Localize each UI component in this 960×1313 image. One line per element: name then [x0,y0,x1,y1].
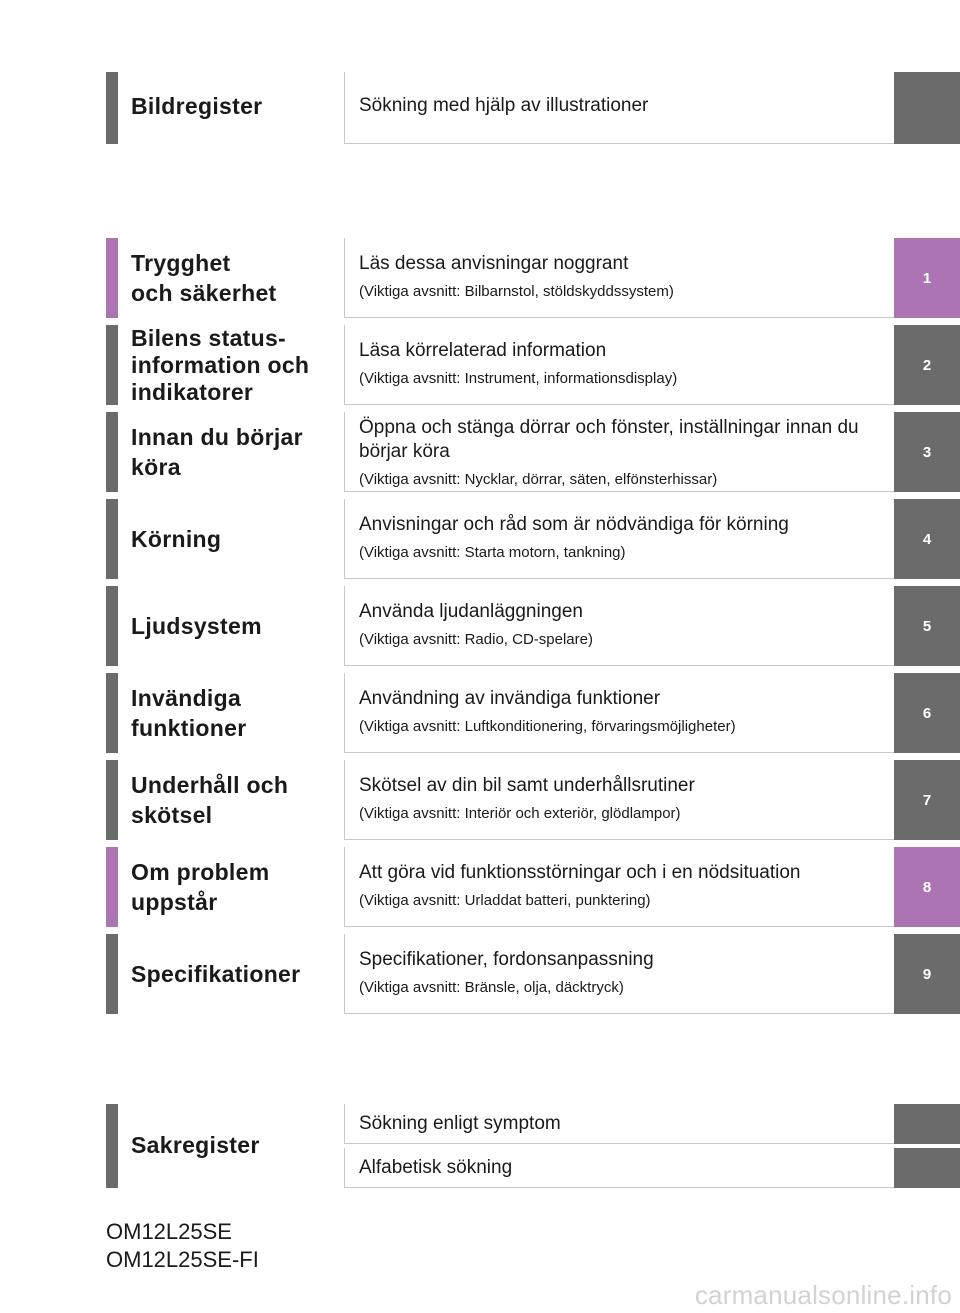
chapter-bar [106,673,118,753]
chapter-tab-9[interactable]: 9 [894,934,960,1014]
chapter-title-line: Specifikationer [131,961,301,987]
chapter-description-box: Anvisningar och råd som är nödvändiga fö… [344,499,894,579]
watermark: carmanualsonline.info [694,1280,952,1310]
chapter-key-sections: (Viktiga avsnitt: Starta motorn, tanknin… [359,544,626,561]
subject-index-item-label: Alfabetisk sökning [359,1157,513,1178]
chapter-description: Läsa körrelaterad information [359,340,607,361]
chapter-description: Skötsel av din bil samt underhållsrutine… [359,775,695,796]
chapter-title: Trygghet och säkerhet [131,248,331,308]
chapter-title-line: Bilens status- [131,325,287,351]
subject-index-item-alphabetic[interactable]: Alfabetisk sökning [0,1148,960,1188]
chapter-description-box: Att göra vid funktionsstörningar och i e… [344,847,894,927]
chapter-description-box: Läs dessa anvisningar noggrant (Viktiga a… [344,238,894,318]
chapter-tab-7[interactable]: 7 [894,760,960,840]
chapter-title-line: Innan du börjar [131,424,303,450]
chapter-tab-8[interactable]: 8 [894,847,960,927]
picture-index-tab[interactable] [894,72,960,144]
chapter-key-sections: (Viktiga avsnitt: Luftkonditionering, fö… [359,718,736,735]
chapter-title: Om problem uppstår [131,857,331,917]
chapter-row-7[interactable]: Underhåll och skötsel Skötsel av din bil s… [0,760,960,840]
chapter-description: Användning av invändiga funktioner [359,688,661,709]
chapter-title-line: Körning [131,526,222,552]
chapter-key-sections: (Viktiga avsnitt: Radio, CD-spelare) [359,631,593,648]
chapter-title-line: information och [131,352,310,378]
chapter-bar [106,499,118,579]
subject-index-item-label: Sökning enligt symptom [359,1113,561,1134]
picture-index-row[interactable]: Bildregister Sökning med hjälp av illust… [0,72,960,144]
chapter-description: Öppna och stänga dörrar och fönster, ins… [359,417,859,462]
chapter-key-sections: (Viktiga avsnitt: Nycklar, dörrar, säten… [359,471,718,488]
picture-index-description-box: Sökning med hjälp av illustrationer [344,72,894,144]
chapter-row-4[interactable]: Körning Anvisningar och råd som är nödvän… [0,499,960,579]
chapter-title: Invändiga funktioner [131,683,331,743]
manual-code: OM12L25SE-FI [106,1247,259,1272]
chapter-title-line: Trygghet [131,250,231,276]
chapter-key-sections: (Viktiga avsnitt: Interiör och exteriör,… [359,805,681,822]
chapter-tab-4[interactable]: 4 [894,499,960,579]
section-bar [106,1104,118,1188]
chapter-key-sections: (Viktiga avsnitt: Urladdat batteri, punk… [359,892,651,909]
chapter-description: Specifikationer, fordonsanpassning [359,949,654,970]
chapter-key-sections: (Viktiga avsnitt: Bilbarnstol, stöldskyd… [359,283,674,300]
chapter-bar [106,847,118,927]
chapter-bar [106,586,118,666]
chapter-bar [106,760,118,840]
subject-index-tab[interactable] [894,1148,960,1188]
chapter-bar [106,934,118,1014]
subject-index-item-box: Sökning enligt symptom [344,1104,894,1144]
chapter-tab-3[interactable]: 3 [894,412,960,492]
chapter-title: Innan du börjar köra [131,422,331,482]
chapter-description-box: Specifikationer, fordonsanpassning (Vikti… [344,934,894,1014]
chapter-title-line: Underhåll och [131,772,289,798]
chapter-description: Läs dessa anvisningar noggrant [359,253,629,274]
chapter-description: Anvisningar och råd som är nödvändiga fö… [359,514,789,535]
chapter-key-sections: (Viktiga avsnitt: Bränsle, olja, däcktry… [359,979,624,996]
chapter-description-box: Skötsel av din bil samt underhållsrutine… [344,760,894,840]
chapter-title-line: Ljudsystem [131,613,262,639]
chapter-row-5[interactable]: Ljudsystem Använda ljudanläggningen (Vikti… [0,586,960,666]
chapter-title-line: köra [131,454,181,480]
picture-index-title: Bildregister [131,93,263,119]
chapter-title-line: Invändiga [131,685,242,711]
subject-index-row: Sakregister [0,1104,960,1188]
chapter-description-box: Använda ljudanläggningen (Viktiga avsnitt… [344,586,894,666]
chapter-description: Använda ljudanläggningen [359,601,583,622]
chapter-description: Att göra vid funktionsstörningar och i e… [359,862,801,883]
chapter-title-line: indikatorer [131,379,254,405]
chapter-row-3[interactable]: Innan du börjar köra Öppna och stänga dörr… [0,412,960,492]
subject-index-item-symptom[interactable]: Sökning enligt symptom [0,1104,960,1144]
subject-index-item-box: Alfabetisk sökning [344,1148,894,1188]
chapter-title-line: skötsel [131,802,213,828]
chapter-key-sections: (Viktiga avsnitt: Instrument, informatio… [359,370,678,387]
chapter-title: Specifikationer [131,959,331,989]
chapter-row-8[interactable]: Om problem uppstår Att göra vid funktionss… [0,847,960,927]
chapter-description-box: Användning av invändiga funktioner (Vikti… [344,673,894,753]
subject-index-title: Sakregister [131,1132,260,1158]
chapter-tab-5[interactable]: 5 [894,586,960,666]
chapter-description-box: Öppna och stänga dörrar och fönster, ins… [344,412,894,492]
chapter-row-6[interactable]: Invändiga funktioner Användning av invändi… [0,673,960,753]
manual-code: OM12L25SE [106,1219,232,1244]
chapter-title-line: funktioner [131,715,247,741]
section-bar [106,72,118,144]
chapter-title-line: och säkerhet [131,280,277,306]
chapter-bar [106,412,118,492]
chapter-row-1[interactable]: Trygghet och säkerhet Läs dessa anvisninga… [0,238,960,318]
chapter-bar [106,325,118,405]
chapter-row-9[interactable]: Specifikationer Specifikationer, fordonsa… [0,934,960,1014]
chapter-tab-6[interactable]: 6 [894,673,960,753]
chapter-title-line: uppstår [131,889,218,915]
chapter-bar [106,238,118,318]
chapter-description-box: Läsa körrelaterad information (Viktiga av… [344,325,894,405]
chapter-tab-1[interactable]: 1 [894,238,960,318]
chapter-title-line: Om problem [131,859,270,885]
chapter-title: Körning [131,524,331,554]
chapter-title: Ljudsystem [131,611,331,641]
subject-index-tab[interactable] [894,1104,960,1144]
picture-index-description: Sökning med hjälp av illustrationer [359,95,649,116]
chapter-tab-2[interactable]: 2 [894,325,960,405]
chapter-title: Underhåll och skötsel [131,770,331,830]
